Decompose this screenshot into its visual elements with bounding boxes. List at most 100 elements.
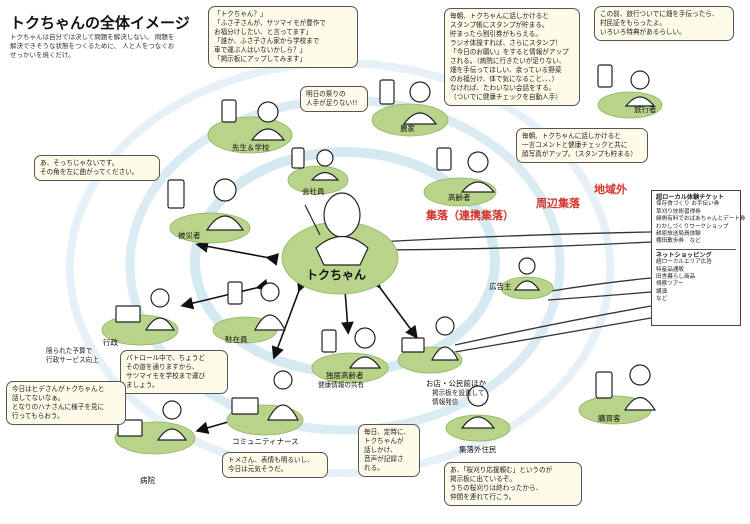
- bubble-line: スタンプ帳にスタンプが貯まる。: [450, 21, 549, 29]
- bubble-line: 明日の祭りの: [306, 90, 346, 98]
- bubble-store: 毎日、定時に、 トクちゃんが 話しかけ、 音声が記録さ れる。: [358, 424, 420, 477]
- bubble-police: パトロール中で、ちょうど その道を通りますから、 サツマイモを学校まで運び まし…: [120, 350, 228, 394]
- admin-services-note: 限られた予算で 行政サービス向上: [46, 347, 99, 365]
- shopper-phone-icon: [595, 371, 613, 399]
- farmer-person-icon: [402, 81, 438, 125]
- bubble-victim: あ、そっちじゃないです。 その角を左に曲がってください。: [34, 155, 160, 181]
- bubble-line: となりのハナさんに様子を見に: [12, 403, 105, 411]
- store-board-note: 掲示板を設置して 情報発信: [432, 389, 485, 407]
- victim-person-icon: [205, 178, 245, 231]
- bubble-line: 「トクちゃん？」: [214, 10, 267, 18]
- bubble-line: 掲示板に出ているぞ。: [450, 475, 516, 483]
- panel-item: 草刈り技術習得券: [656, 208, 701, 215]
- page-subtitle: トクちゃんは自分では決して問題を解決しない。 問題を解決できそうな状態をつくるた…: [10, 33, 180, 60]
- bubble-line: あ、「桜刈り応援頼む」というのが: [450, 466, 553, 474]
- outside-resident-person-icon: [460, 385, 496, 429]
- node-label-traveler: 旅行者: [634, 105, 657, 114]
- bubble-line: 顔写真がアップ。（スタンプも貯まる）: [522, 150, 637, 158]
- panel-item: 縁側有料でおばあちゃんとデート券: [656, 216, 746, 223]
- bubble-line: 毎朝、トクちゃんに話しかけると: [450, 12, 549, 20]
- panel-item: 棚田散歩券 など: [656, 238, 701, 245]
- bubble-line: される。（病院に行きたいが足りない、: [450, 57, 566, 65]
- page-title: トクちゃんの全体イメージ: [10, 14, 190, 32]
- bubble-line: 毎日、定時に、: [364, 428, 410, 436]
- note-line: 行政サービス向上: [46, 356, 99, 364]
- panel-item: 視察ツアー: [656, 281, 684, 288]
- panel-section2-title: ネットショッピング: [656, 251, 712, 259]
- bubble-line: この前、旅行ついでに畑を手伝ったら、: [600, 10, 719, 18]
- nurse-person-icon: [267, 370, 299, 421]
- node-label-shopper: 購買客: [598, 414, 621, 423]
- bubble-line: 仲間を連れて行こう。: [450, 493, 516, 501]
- node-label-living-alone: 独居高齢者: [326, 371, 364, 380]
- police-phone-icon: [227, 281, 243, 305]
- panel-item: 特産品通販: [656, 266, 684, 273]
- region-outside: 地域外: [594, 183, 627, 196]
- bubble-elderly: 毎朝、トクちゃんに話しかけると 一言コメントと健康チェックと共に 顔写真がアップ…: [516, 128, 648, 163]
- bubble-line: お福分けしたい、と言ってます」: [214, 28, 313, 36]
- employee-phone-icon: [291, 147, 305, 169]
- bubble-line: ましょう。: [126, 381, 159, 389]
- bubble-line: 村民証をもらったよ。: [600, 19, 666, 27]
- hospital-person-icon: [156, 400, 188, 441]
- bubble-festival: 明日の祭りの 人手が足りない!!: [300, 86, 368, 112]
- store-laptop-icon: [401, 337, 425, 353]
- bubble-traveler: この前、旅行ついでに畑を手伝ったら、 村民証をもらったよ。 いろいろ特典があるら…: [594, 6, 734, 41]
- bubble-line: 話しかけ、: [364, 446, 397, 454]
- teacher-person-icon: [250, 101, 286, 141]
- store-person-icon: [431, 316, 459, 361]
- bubble-line: 「誰か、ふさ子さん家から学校まで: [214, 37, 320, 45]
- bubble-line: トメさん、表情も明るいし、: [228, 456, 314, 464]
- bubble-line: のお福分け、体で気になること、、、）: [450, 75, 559, 83]
- center-label: トクちゃん: [306, 268, 367, 282]
- bubble-line: 毎朝、トクちゃんに話しかけると: [522, 132, 621, 140]
- bubble-line: あ、そっちじゃないです。: [40, 159, 119, 167]
- hospital-laptop-icon: [117, 419, 143, 437]
- region-village: 集落（連携集落）: [426, 209, 514, 222]
- subtitle-line: トクちゃんは自分では決して問題を解決しない。: [10, 33, 153, 41]
- bubble-line: 貯まったら割引券がもらえる。: [450, 30, 542, 38]
- bubble-line: 畑を手伝ってほしい、余っている野菜: [450, 66, 562, 74]
- node-label-store: お店・公民館ほか: [426, 379, 486, 388]
- bubble-line: 人手が足りない!!: [306, 99, 358, 107]
- elderly-phone-icon: [436, 147, 452, 171]
- node-label-community-nurse: コミュニティナース: [232, 437, 299, 446]
- node-label-outside-resident: 集落外住民: [459, 445, 497, 454]
- person-icons: [115, 64, 657, 441]
- shopper-person-icon: [623, 364, 657, 411]
- bubble-line: 今日は元気そうだ。: [228, 465, 288, 473]
- teacher-phone-icon: [221, 99, 237, 123]
- panel-item: など: [656, 296, 668, 303]
- panel-item: 超ローカルエリア広告: [656, 259, 712, 266]
- bubble-line: パトロール中で、ちょうど: [126, 354, 206, 362]
- panel-item: 耕原放送局員体験: [656, 231, 701, 238]
- advertiser-person-icon: [513, 257, 541, 291]
- health-share-note: 健康情報の共有: [318, 381, 365, 389]
- living-alone-person-icon: [348, 327, 382, 369]
- bubble-line: 話してないなぁ。: [12, 394, 65, 402]
- panel-section1-title: 超ローカル体験チケット: [656, 194, 725, 201]
- subtitle-line: 人と人をつなぐおせっかいを焼くだけ。: [10, 42, 175, 59]
- panel-divider: [656, 248, 736, 250]
- node-label-elderly: 高齢者: [448, 193, 471, 202]
- police-person-icon: [254, 282, 286, 331]
- bubble-line: その道を通りますから、: [126, 363, 199, 371]
- farmer-phone-icon: [379, 79, 395, 105]
- node-label-teacher: 先生＆学校: [232, 143, 270, 152]
- bubble-line: 車で運ぶ人はいないかしら？」: [214, 46, 307, 54]
- bubble-farmer: 毎朝、トクちゃんに話しかけると スタンプ帳にスタンプが貯まる。 貯まったら割引券…: [444, 8, 580, 106]
- bubble-line: 「掲示板にアップしてみます」: [214, 55, 307, 63]
- admin-laptop-icon: [115, 305, 141, 323]
- bubble-line: その角を左に曲がってください。: [40, 168, 139, 176]
- bubble-nurse: 今日はヒデさんがトクちゃんと 話してないなぁ。 となりのハナさんに様子を見に 行…: [6, 381, 126, 425]
- services-panel: 超ローカル体験チケット 保存食づくり お手伝い券 草刈り技術習得券 縁側有料でお…: [651, 190, 746, 326]
- region-surrounding: 周辺集落: [536, 197, 580, 210]
- bubble-teacher: 「トクちゃん？」 「ふさ子さんが、サツマイモが豊作で お福分けしたい、と言ってま…: [208, 6, 358, 68]
- connection-arrows: [180, 240, 418, 434]
- bubble-line: 「今日のお願い」をすると情報がアップ: [450, 48, 569, 56]
- bubble-line: れる。: [364, 464, 384, 472]
- node-label-admin: 行政: [103, 338, 118, 347]
- admin-person-icon: [144, 288, 176, 331]
- panel-item: 講演: [656, 288, 668, 295]
